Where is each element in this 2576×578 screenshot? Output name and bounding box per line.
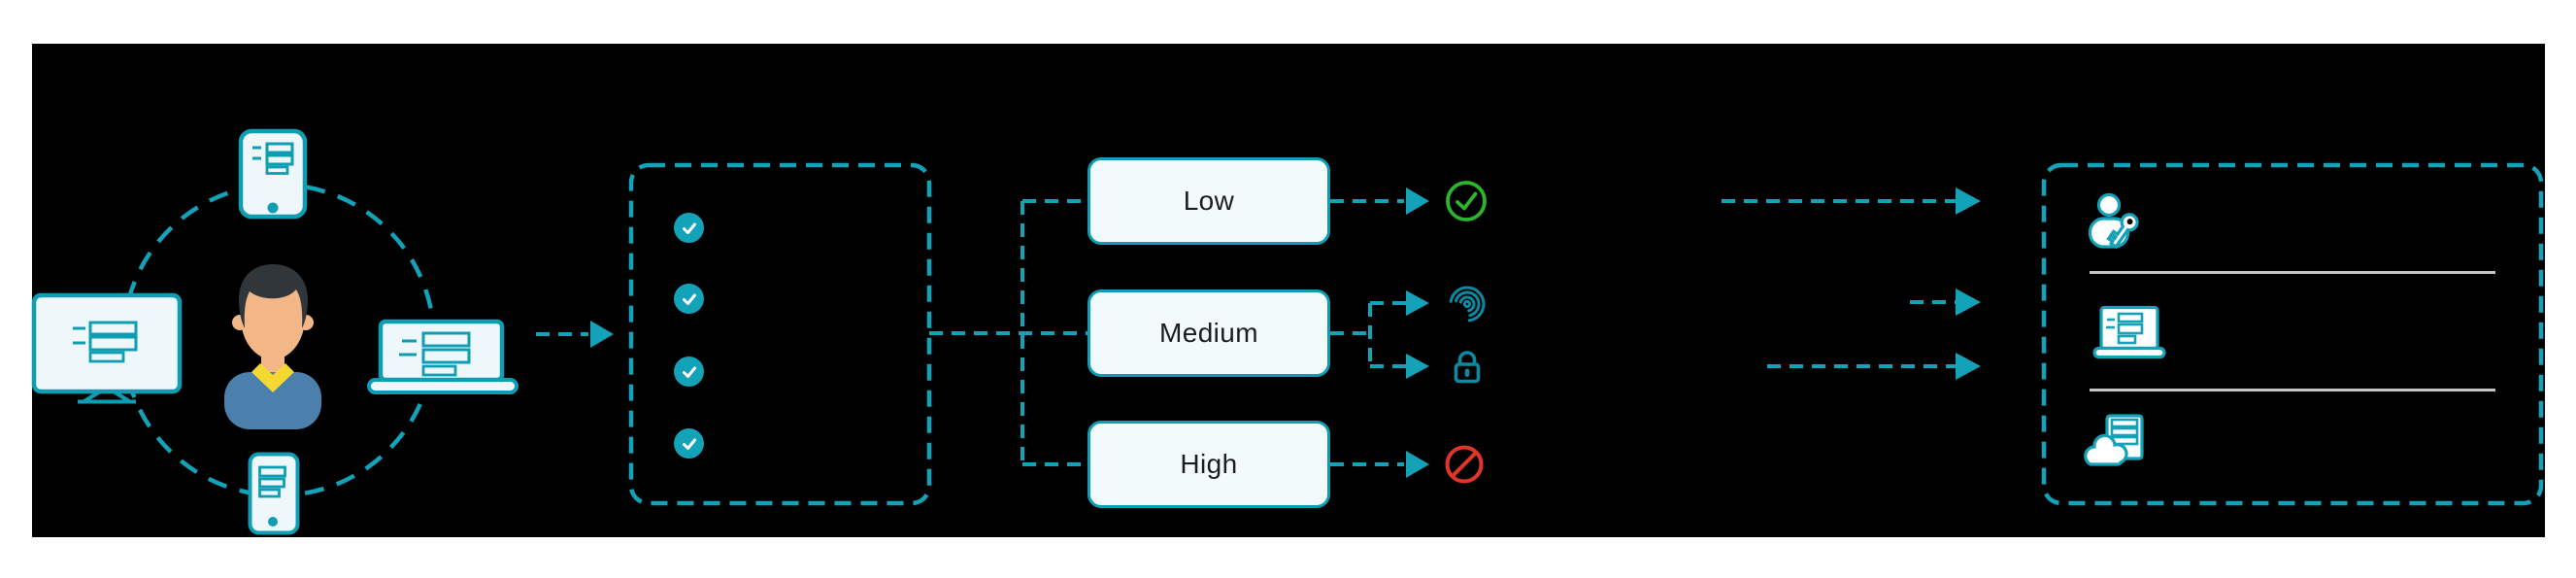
smartphone-icon	[238, 128, 308, 220]
allowed-check-icon	[1446, 181, 1487, 221]
arrowhead-fingerprint-to-resources	[1956, 289, 1981, 316]
user-key-icon	[2088, 192, 2139, 250]
arrowhead-padlock-to-resources	[1956, 353, 1981, 380]
denied-icon	[1445, 445, 1484, 484]
avatar-face	[241, 276, 305, 359]
arrowhead-to-fingerprint	[1406, 290, 1429, 316]
arrowhead-to-padlock	[1406, 354, 1429, 379]
arrowhead-high-to-denied	[1406, 451, 1429, 478]
check-circle-icon	[674, 284, 704, 314]
resources-dashed-box	[2041, 162, 2544, 506]
resources-separator	[2090, 271, 2495, 274]
laptop-window-icon	[2092, 305, 2166, 359]
arrowhead-allowed-to-resources	[1956, 187, 1981, 215]
avatar-body	[224, 372, 321, 429]
arrowhead-low-to-allowed	[1406, 187, 1429, 215]
fingerprint-icon	[1449, 286, 1486, 323]
arrowhead-user-to-checklist	[590, 321, 614, 348]
desktop-monitor-icon	[31, 292, 183, 404]
padlock-icon	[1454, 351, 1481, 384]
risk-label-high: High	[1180, 449, 1238, 479]
smartphone-icon	[248, 452, 300, 535]
risk-box-high: High	[1087, 421, 1330, 508]
risk-box-low: Low	[1087, 157, 1330, 245]
user-avatar	[224, 264, 321, 429]
cloud-server-icon	[2084, 414, 2144, 466]
laptop-icon	[367, 319, 519, 394]
avatar-hair	[239, 264, 308, 328]
risk-label-low: Low	[1183, 186, 1235, 216]
checklist-dashed-box	[628, 162, 932, 506]
check-circle-icon	[674, 428, 704, 459]
check-circle-icon	[674, 357, 704, 387]
risk-box-medium: Medium	[1087, 289, 1330, 377]
resources-separator	[2090, 389, 2495, 391]
check-circle-icon	[674, 213, 704, 243]
risk-label-medium: Medium	[1159, 318, 1258, 348]
avatar-collar	[251, 363, 294, 392]
